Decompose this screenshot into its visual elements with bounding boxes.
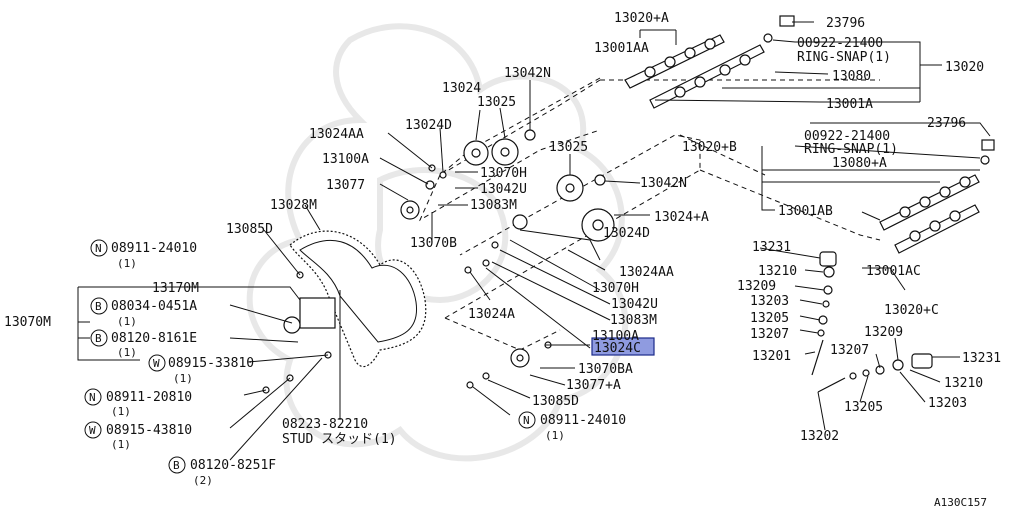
label-08911-20810[interactable]: 08911-20810 [106, 390, 192, 405]
label-13080a[interactable]: 13080+A [832, 156, 887, 171]
label-13070b[interactable]: 13070B [410, 236, 457, 251]
label-08223-82210[interactable]: 08223-82210 [282, 417, 368, 432]
marker-b-2: B [95, 332, 102, 345]
label-13083m-right[interactable]: 13083M [610, 313, 657, 328]
label-13042u-right[interactable]: 13042U [611, 297, 658, 312]
label-13001ab[interactable]: 13001AB [778, 204, 833, 219]
label-13020b[interactable]: 13020+B [682, 140, 737, 155]
qty-1d: (1) [173, 372, 193, 385]
label-ring-snap-b[interactable]: RING-SNAP(1) [804, 142, 898, 157]
label-00922-a[interactable]: 00922-21400 [797, 36, 883, 51]
label-13207-b[interactable]: 13207 [830, 343, 869, 358]
label-13001aa[interactable]: 13001AA [594, 41, 649, 56]
label-08120-8251f[interactable]: 08120-8251F [190, 458, 276, 473]
label-13024aa-left[interactable]: 13024AA [309, 127, 364, 142]
label-13028m[interactable]: 13028M [270, 198, 317, 213]
label-23796-top[interactable]: 23796 [826, 16, 865, 31]
marker-w-2: W [89, 424, 96, 437]
label-08120-8161e[interactable]: 08120-8161E [111, 331, 197, 346]
label-13070m[interactable]: 13070M [4, 315, 51, 330]
label-stud: STUD スタッド(1) [282, 432, 397, 447]
leader-lines [77, 21, 991, 461]
marker-n-1: N [95, 242, 102, 255]
label-13085d-left[interactable]: 13085D [226, 222, 273, 237]
highlighted-part-box[interactable] [591, 337, 655, 356]
marker-w-1: W [153, 357, 160, 370]
label-13085d-right[interactable]: 13085D [532, 394, 579, 409]
label-13231-b[interactable]: 13231 [962, 351, 1001, 366]
tensioner-assembly [262, 164, 552, 394]
label-13070h-left[interactable]: 13070H [480, 166, 527, 181]
label-13205-b[interactable]: 13205 [844, 400, 883, 415]
label-13020[interactable]: 13020 [945, 60, 984, 75]
camshaft-group-lower [879, 139, 995, 254]
dashed-guide-lines [418, 77, 881, 351]
label-13083m-left[interactable]: 13083M [470, 198, 517, 213]
label-00922-b[interactable]: 00922-21400 [804, 129, 890, 144]
label-08034[interactable]: 08034-0451A [111, 299, 197, 314]
label-13202[interactable]: 13202 [800, 429, 839, 444]
marker-n-2: N [89, 391, 96, 404]
qty-1c: (1) [117, 346, 137, 359]
label-13210-a[interactable]: 13210 [758, 264, 797, 279]
label-08911-24010-right[interactable]: 08911-24010 [540, 413, 626, 428]
label-13024aa-right[interactable]: 13024AA [619, 265, 674, 280]
marker-n-3: N [523, 414, 530, 427]
qty-1g: (1) [111, 438, 131, 451]
qty-2: (2) [193, 474, 213, 487]
label-13070h-right[interactable]: 13070H [592, 281, 639, 296]
label-08915-33810[interactable]: 08915-33810 [168, 356, 254, 371]
label-13024a[interactable]: 13024A [468, 307, 515, 322]
label-13203-a[interactable]: 13203 [750, 294, 789, 309]
label-13201[interactable]: 13201 [752, 349, 791, 364]
qty-1a: (1) [117, 257, 137, 270]
label-23796-mid[interactable]: 23796 [927, 116, 966, 131]
label-13210-b[interactable]: 13210 [944, 376, 983, 391]
qty-1e: (1) [111, 405, 131, 418]
label-13170m[interactable]: 13170M [152, 281, 199, 296]
label-13001ac[interactable]: 13001AC [866, 264, 921, 279]
label-13205-a[interactable]: 13205 [750, 311, 789, 326]
label-ring-snap-a[interactable]: RING-SNAP(1) [797, 50, 891, 65]
marker-circles [84, 239, 536, 474]
timing-belt [289, 230, 427, 368]
marker-b-3: B [173, 459, 180, 472]
label-13100a-left[interactable]: 13100A [322, 152, 369, 167]
label-13020c[interactable]: 13020+C [884, 303, 939, 318]
label-13024d-right[interactable]: 13024D [603, 226, 650, 241]
label-13020a[interactable]: 13020+A [614, 11, 669, 26]
label-13207-a[interactable]: 13207 [750, 327, 789, 342]
label-13077a[interactable]: 13077+A [566, 378, 621, 393]
qty-1b: (1) [117, 315, 137, 328]
label-13025-mid[interactable]: 13025 [549, 140, 588, 155]
label-13077[interactable]: 13077 [326, 178, 365, 193]
label-08911-24010-left[interactable]: 08911-24010 [111, 241, 197, 256]
figure-id: A130C157 [934, 496, 987, 509]
part-labels: 13020+A 23796 00922-21400 13001AA RING-S… [4, 11, 1001, 509]
label-13042n-top[interactable]: 13042N [504, 66, 551, 81]
label-13209-a[interactable]: 13209 [737, 279, 776, 294]
label-08915-43810[interactable]: 08915-43810 [106, 423, 192, 438]
label-13024a-plus[interactable]: 13024+A [654, 210, 709, 225]
label-13024d-left[interactable]: 13024D [405, 118, 452, 133]
marker-b-1: B [95, 300, 102, 313]
label-13070ba[interactable]: 13070BA [578, 362, 633, 377]
label-13209-b[interactable]: 13209 [864, 325, 903, 340]
label-13042n-mid[interactable]: 13042N [640, 176, 687, 191]
label-13080[interactable]: 13080 [832, 69, 871, 84]
label-13024-top[interactable]: 13024 [442, 81, 481, 96]
qty-1f: (1) [545, 429, 565, 442]
label-13231-a[interactable]: 13231 [752, 240, 791, 255]
label-13024c-highlighted[interactable]: 13024C [594, 341, 641, 356]
label-13203-b[interactable]: 13203 [928, 396, 967, 411]
label-13001a[interactable]: 13001A [826, 97, 873, 112]
label-13100a-right[interactable]: 13100A [592, 329, 639, 344]
label-13025-top[interactable]: 13025 [477, 95, 516, 110]
label-13042u-left[interactable]: 13042U [480, 182, 527, 197]
camshaft-group-upper [624, 15, 795, 109]
